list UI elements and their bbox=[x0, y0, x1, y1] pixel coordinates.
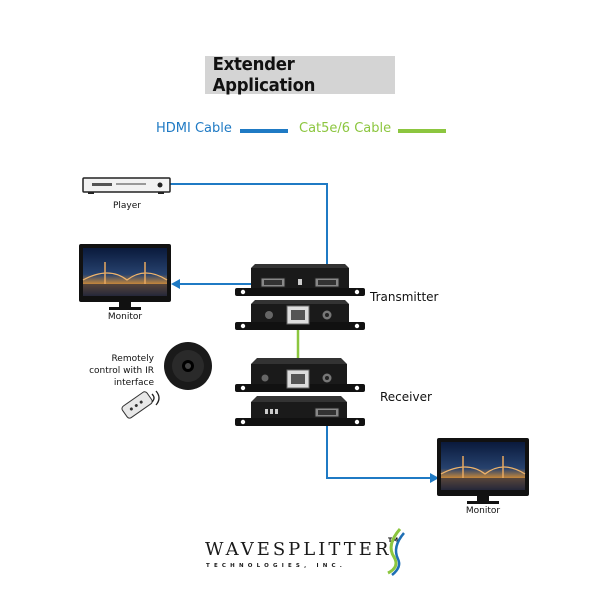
ir-sensor bbox=[160, 338, 220, 394]
receiver-device bbox=[235, 356, 365, 430]
ir-note: Remotely control with IR interface bbox=[89, 354, 154, 388]
title-box: Extender Application bbox=[205, 54, 395, 96]
logo-swoosh-icon bbox=[387, 528, 405, 576]
transmitter-icon bbox=[235, 264, 365, 330]
legend-hdmi-line bbox=[240, 129, 288, 133]
ir-sensor-icon bbox=[164, 342, 212, 390]
receiver-icon bbox=[235, 358, 365, 426]
transmitter-label: Transmitter bbox=[370, 290, 439, 304]
legend-cat-label: Cat5e/6 Cable bbox=[299, 121, 392, 136]
player-device bbox=[82, 176, 172, 196]
remote-control bbox=[118, 386, 164, 426]
logo-tagline: TECHNOLOGIES, INC. bbox=[206, 563, 347, 569]
monitor-remote bbox=[437, 438, 529, 506]
hdmi-arrow-monitor-remote bbox=[430, 473, 439, 483]
hdmi-cable-player bbox=[170, 183, 328, 270]
transmitter-device bbox=[235, 262, 365, 334]
player-icon bbox=[82, 177, 171, 194]
legend-cat-line bbox=[398, 129, 446, 133]
monitor-remote-label: Monitor bbox=[465, 506, 501, 516]
monitor-icon bbox=[79, 244, 171, 310]
logo: WAVESPLITTER TM TECHNOLOGIES, INC. bbox=[200, 528, 410, 580]
legend-hdmi-label: HDMI Cable bbox=[156, 121, 232, 136]
monitor-local-label: Monitor bbox=[107, 312, 143, 322]
monitor-local bbox=[79, 244, 171, 312]
player-label: Player bbox=[112, 201, 141, 211]
hdmi-arrow-monitor-local bbox=[171, 279, 180, 289]
page-title: Extender Application bbox=[212, 54, 316, 96]
monitor-icon bbox=[437, 438, 529, 504]
hdmi-cable-monitor-remote bbox=[326, 420, 432, 479]
receiver-label: Receiver bbox=[380, 390, 432, 404]
logo-name: WAVESPLITTER bbox=[205, 539, 392, 560]
remote-control-icon bbox=[121, 390, 160, 419]
